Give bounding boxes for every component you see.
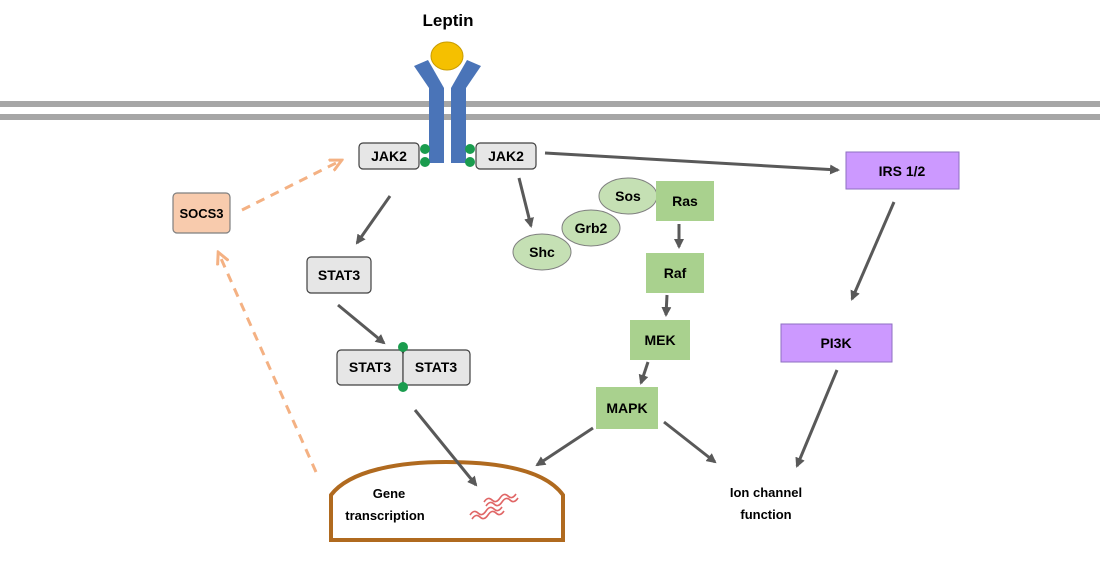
arrow-mapk-to-nucleus (535, 426, 594, 467)
arrow-dimer-to-nucleus (413, 409, 478, 487)
grb2-label: Grb2 (575, 220, 608, 236)
arrow-pi3k-to-ion-channel (795, 369, 839, 468)
arrow-socs3-to-jak2 (241, 161, 340, 212)
leptin-receptor (414, 60, 481, 163)
mapk-label: MAPK (606, 400, 647, 416)
stat3-dimer-phosphate-top (398, 342, 408, 352)
stat3-label: STAT3 (318, 267, 360, 283)
irs-node: IRS 1/2 (845, 151, 960, 190)
arrow-raf-to-mek (661, 294, 672, 317)
stat3-dimer-phosphate-bottom (398, 382, 408, 392)
gene-transcription-label-line1: Gene (373, 486, 406, 501)
ras-label: Ras (672, 193, 698, 209)
socs3-node: SOCS3 (172, 192, 231, 234)
receptor-phosphate-groups (420, 144, 475, 167)
pi3k-label: PI3K (820, 335, 851, 351)
ion-channel-label-line2: function (740, 507, 791, 522)
signaling-arrows (337, 151, 896, 487)
stat3-node: STAT3 (306, 256, 372, 294)
nucleus (329, 459, 565, 542)
ras-node: Ras (656, 181, 714, 221)
stat3-dimer-left-label: STAT3 (349, 359, 391, 375)
jak2-right-label: JAK2 (488, 148, 524, 164)
arrow-mapk-to-ion-channel (663, 420, 717, 464)
socs3-label: SOCS3 (179, 206, 223, 221)
arrow-jak2-to-stat3 (355, 195, 392, 245)
grb2-node: Grb2 (561, 209, 621, 247)
shc-label: Shc (529, 244, 555, 260)
mek-node: MEK (630, 320, 690, 360)
jak2-right-node: JAK2 (475, 142, 537, 170)
arrow-stat3-to-dimer (337, 303, 386, 345)
arrow-mek-to-mapk (638, 361, 650, 385)
ion-channel-label-line1: Ion channel (730, 485, 802, 500)
cell-membrane (0, 101, 1100, 120)
raf-node: Raf (646, 253, 704, 293)
mek-label: MEK (644, 332, 675, 348)
arrow-jak2-to-shc (517, 177, 534, 228)
mapk-node: MAPK (596, 387, 658, 429)
stat3-dimer-right-label: STAT3 (415, 359, 457, 375)
jak2-left-node: JAK2 (358, 142, 420, 170)
sos-node: Sos (598, 177, 658, 215)
irs-label: IRS 1/2 (879, 163, 926, 179)
sos-label: Sos (615, 188, 641, 204)
feedback-arrows (219, 161, 340, 473)
arrow-irs-to-pi3k (850, 201, 896, 301)
gene-transcription-label-line2: transcription (345, 508, 425, 523)
dna-icon (469, 493, 519, 520)
raf-label: Raf (664, 265, 687, 281)
leptin-label: Leptin (423, 11, 474, 30)
leptin-ligand (430, 41, 464, 71)
stat3-dimer-node: STAT3 STAT3 (336, 342, 471, 392)
pi3k-node: PI3K (780, 323, 893, 363)
jak2-left-label: JAK2 (371, 148, 407, 164)
shc-node: Shc (512, 233, 572, 271)
arrow-jak2-to-irs (544, 151, 840, 175)
arrow-nucleus-to-socs3 (219, 254, 318, 473)
